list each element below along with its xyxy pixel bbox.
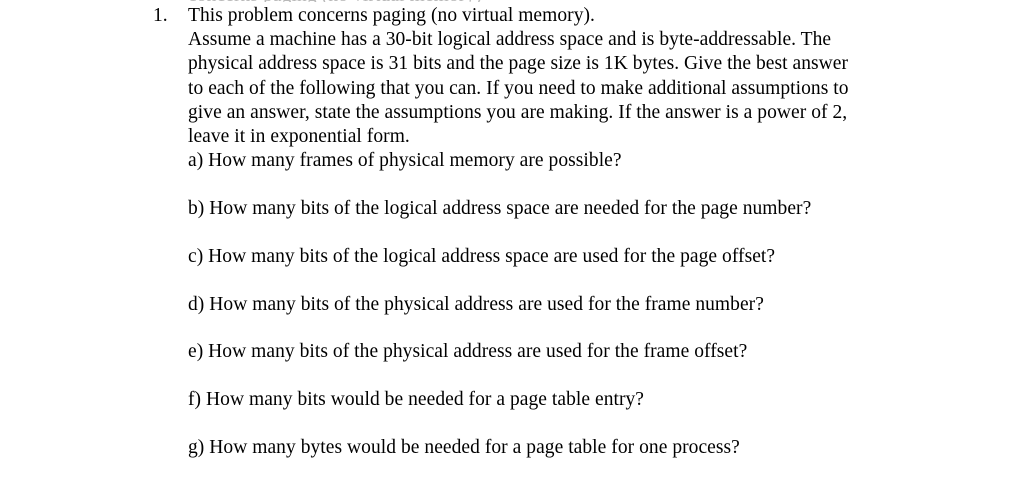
- question-row: 1. This problem concerns paging (no virt…: [153, 4, 913, 484]
- intro-line-6: leave it in exponential form.: [188, 126, 410, 148]
- question-number: 1.: [153, 5, 168, 26]
- sub-question-d: d) How many bits of the physical address…: [188, 293, 764, 315]
- intro-line-4: to each of the following that you can. I…: [188, 77, 849, 99]
- sub-question-b: b) How many bits of the logical address …: [188, 198, 812, 220]
- intro-line-3: physical address space is 31 bits and th…: [188, 53, 849, 75]
- question-1-block: 1. This problem concerns paging (no virt…: [153, 4, 913, 484]
- question-intro: This problem concerns paging (no virtual…: [188, 4, 913, 149]
- intro-line-2: Assume a machine has a 30-bit logical ad…: [188, 29, 832, 51]
- sub-question-f: f) How many bits would be needed for a p…: [188, 389, 645, 411]
- intro-line-1: This problem concerns paging (no virtual…: [188, 5, 595, 26]
- question-body: This problem concerns paging (no virtual…: [188, 4, 913, 484]
- clipped-previous-line: concerns paging (no virtual memory): [188, 0, 888, 2]
- sub-question-g: g) How many bytes would be needed for a …: [188, 437, 740, 458]
- sub-question-list: a) How many frames of physical memory ar…: [188, 149, 913, 484]
- sub-question-a: a) How many frames of physical memory ar…: [188, 150, 622, 172]
- sub-question-e: e) How many bits of the physical address…: [188, 341, 748, 363]
- sub-question-c: c) How many bits of the logical address …: [188, 245, 776, 267]
- intro-line-5: give an answer, state the assumptions yo…: [188, 101, 848, 123]
